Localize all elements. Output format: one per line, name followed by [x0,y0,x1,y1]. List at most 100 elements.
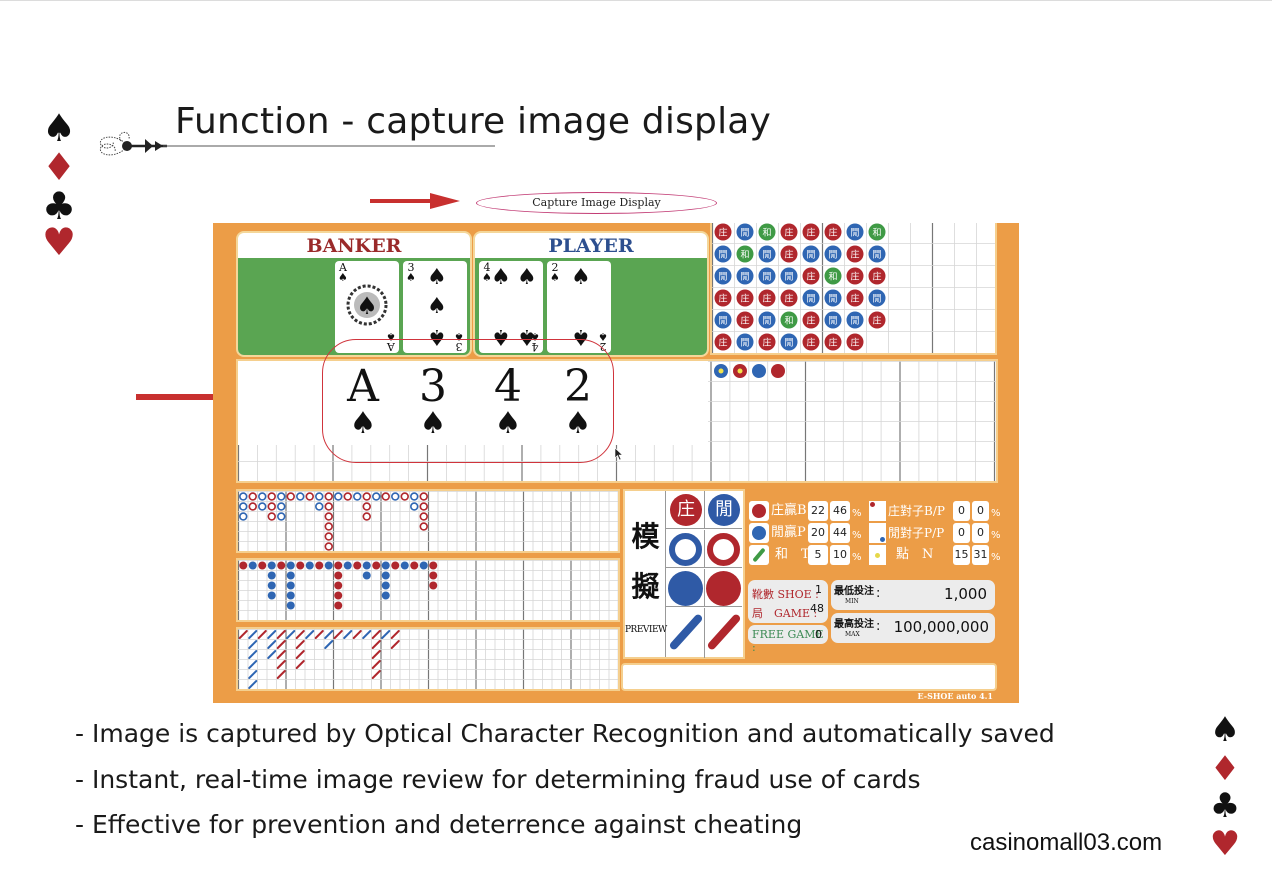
road-ring [343,492,352,501]
bead-banker [846,267,864,285]
preview-banker-dot[interactable] [666,569,704,607]
stat-banker-pair-label: 庄對子B/P [888,504,945,518]
bead-banker [802,223,820,241]
bead-label: 庄 [850,337,859,349]
road-ring [258,492,267,501]
heart-icon: ♥ [1209,824,1241,864]
road-ring [239,512,248,521]
shoe-game-info: 靴數 SHOE : 1 局 GAME : 48 [748,580,828,623]
stat-banker-count: 22 [808,501,828,521]
preview-player-ring[interactable] [704,530,742,568]
road-slash [276,660,286,669]
tie-slash-icon [749,545,769,565]
bead-label: 閒 [872,294,881,305]
road-slash [295,630,305,639]
road-ring [267,512,276,521]
max-bet-label: 最高投注 [834,619,874,630]
road-slash [305,630,315,639]
ocr-card-2: 3♠ [408,365,458,439]
bead-banker [736,311,754,329]
bead-player [758,245,776,263]
road-dot [239,561,248,570]
road-ring [324,542,333,551]
stat-banker-pair-v1: 0 [953,501,970,521]
road-ring [372,492,381,501]
banker-label: BANKER [306,235,402,257]
card-suit: ♠ [598,330,608,343]
bead-label: 庄 [872,271,881,283]
road-dot [258,561,267,570]
bead-banker [758,333,776,351]
preview-player-button[interactable]: 閒 [704,491,742,529]
club-icon: ♣ [1209,786,1241,826]
road-ring [419,522,428,531]
bead-banker [868,311,886,329]
road-slash [371,640,381,649]
preview-banker-slash[interactable] [666,608,704,658]
max-bet-value: 100,000,000 [893,618,989,636]
percent-sign: % [991,508,1001,519]
road-dot [296,561,305,570]
bead-banker [780,245,798,263]
road-dot [362,571,371,580]
road-dot [429,561,438,570]
road-dot [400,561,409,570]
bead-road-grid: 庄閒閒庄閒庄閒和閒庄庄閒和閒閒庄閒庄庄庄閒庄和閒庄閒庄閒庄庄庄閒和閒閒庄閒庄庄庄… [711,223,999,354]
bead-tie [868,223,886,241]
stat-banker-percent: 46 [830,501,850,521]
bead-label: 閒 [872,250,881,261]
bead-player [714,267,732,285]
red-dot-icon [706,571,741,606]
bead-player [802,289,820,307]
road-ring [248,502,257,511]
road-ring [400,492,409,501]
bead-player [758,267,776,285]
bead-banker [714,333,732,351]
bead-player [780,267,798,285]
road-dot [305,561,314,570]
road-slash [381,630,391,639]
road-ring [315,502,324,511]
road-ring [362,492,371,501]
spade-icon: ♠ [1209,710,1241,750]
bead-label: 閒 [740,272,749,283]
bead-player [868,245,886,263]
big-eye-road [236,489,620,553]
bead-label: 庄 [806,271,815,283]
preview-panel: 模 擬 PREVIEW 庄 閒 [623,489,745,659]
road-ring [362,512,371,521]
road-ring [267,492,276,501]
road-slash [286,630,296,639]
road-dot [381,581,390,590]
stat-natural-v2: 31 [972,545,989,565]
road-dot [267,561,276,570]
bead-label: 庄 [740,293,749,305]
road-dot [362,561,371,570]
stat-natural-label: 點 N [896,547,934,562]
bead-label: 庄 [850,293,859,305]
small-road-grid [237,560,620,621]
bead-label: 閒 [718,316,727,327]
red-ring-icon [707,533,740,566]
road-ring [324,532,333,541]
road-ring [410,502,419,511]
preview-banker-ring[interactable] [666,530,704,568]
road-dot [267,581,276,590]
road-slash [276,670,286,679]
road-slash [257,630,267,639]
road-slash [362,630,372,639]
slide-title: Function - capture image display [175,101,772,142]
bead-label: 閒 [718,250,727,261]
preview-player-dot[interactable] [704,569,742,607]
stat-banker-pair-v2: 0 [972,501,989,521]
preview-player-slash[interactable] [704,608,742,658]
road-ring [419,492,428,501]
card-rank: 3 [407,261,415,274]
banker-pair-icon [869,501,886,521]
road-slash [314,630,324,639]
bead-banker [846,289,864,307]
road-dot [381,561,390,570]
bead-banker [780,289,798,307]
preview-banker-button[interactable]: 庄 [666,491,704,529]
bead-player [802,245,820,263]
